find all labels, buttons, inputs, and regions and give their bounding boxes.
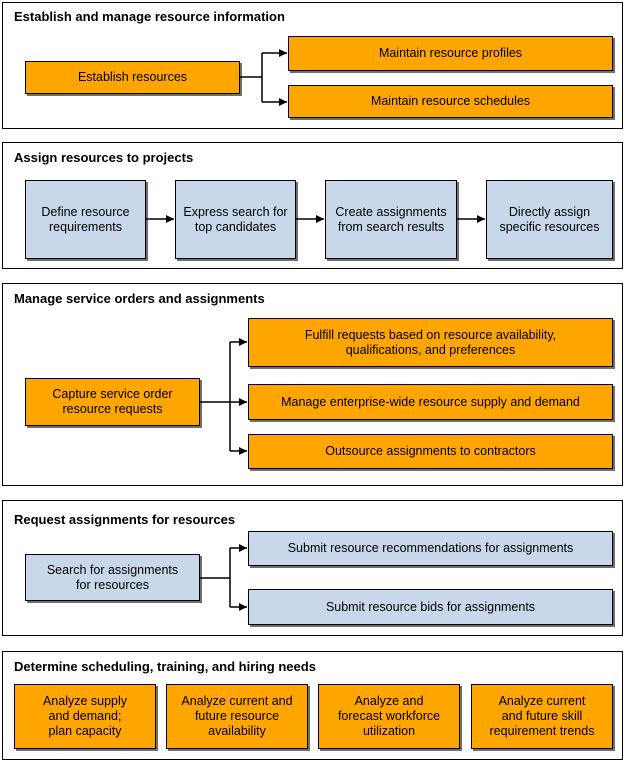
box-label-line: Search for assignments — [46, 562, 179, 577]
section-title: Assign resources to projects — [14, 150, 194, 165]
box-label-line: Capture service order — [52, 387, 173, 401]
box-label-line: requirement trends — [489, 724, 595, 738]
section-title: Request assignments for resources — [14, 512, 236, 527]
box-label-line: Define resource — [41, 204, 130, 219]
box-label: Submit resource bids for assignments — [325, 599, 536, 614]
box-label-line: Fulfill requests based on resource avail… — [304, 327, 557, 342]
box-label: Outsource assignments to contractors — [325, 444, 536, 458]
box-label: Manage enterprise-wide resource supply a… — [281, 394, 580, 409]
box-label-line: resource requests — [62, 402, 163, 416]
submit-bids-box: Submit resource bids for assignments — [248, 589, 613, 625]
box-label-line: and future skill — [501, 709, 583, 723]
box-label: Maintain resource schedules — [370, 94, 531, 108]
box-label-line: Analyze and — [354, 694, 424, 708]
box-label-line: specific resources — [499, 219, 600, 234]
submit-recommendations-box: Submit resource recommendations for assi… — [248, 531, 613, 566]
box-label: Establish resources — [77, 70, 188, 84]
box-label-line: requirements — [49, 219, 122, 234]
box-label-line: and demand; — [48, 709, 122, 723]
box-label-line: for resources — [76, 577, 149, 592]
box-label-line: from search results — [337, 219, 445, 234]
maintain-profiles-box: Maintain resource profiles — [288, 36, 613, 71]
box-label-line: plan capacity — [48, 724, 122, 738]
maintain-schedules-box: Maintain resource schedules — [288, 85, 613, 118]
outsource-box: Outsource assignments to contractors — [248, 434, 613, 469]
section-title: Manage service orders and assignments — [14, 291, 265, 306]
box-label-line: Express search for — [183, 204, 288, 219]
box-label-line: Analyze current and — [181, 694, 293, 708]
box-label-line: utilization — [362, 724, 416, 738]
box-label: Maintain resource profiles — [378, 46, 523, 60]
section-title: Determine scheduling, training, and hiri… — [14, 659, 316, 674]
establish-resources-box: Establish resources — [25, 61, 240, 94]
manage-supply-demand-box: Manage enterprise-wide resource supply a… — [248, 384, 613, 420]
box-label-line: top candidates — [194, 219, 277, 234]
box-label: Submit resource recommendations for assi… — [287, 541, 574, 555]
box-label-line: Create assignments — [335, 204, 447, 219]
box-label-line: Directly assign — [508, 204, 591, 219]
box-label-line: future resource — [194, 709, 280, 723]
box-label-line: Analyze supply — [42, 694, 128, 708]
box-label-line: Analyze current — [498, 694, 586, 708]
fulfill-requests-box: Fulfill requests based on resource avail… — [248, 318, 613, 367]
box-label-line: forecast workforce — [337, 709, 441, 723]
box-label-line: qualifications, and preferences — [345, 342, 516, 357]
section-title: Establish and manage resource informatio… — [14, 9, 285, 24]
box-label-line: availability — [208, 724, 266, 738]
